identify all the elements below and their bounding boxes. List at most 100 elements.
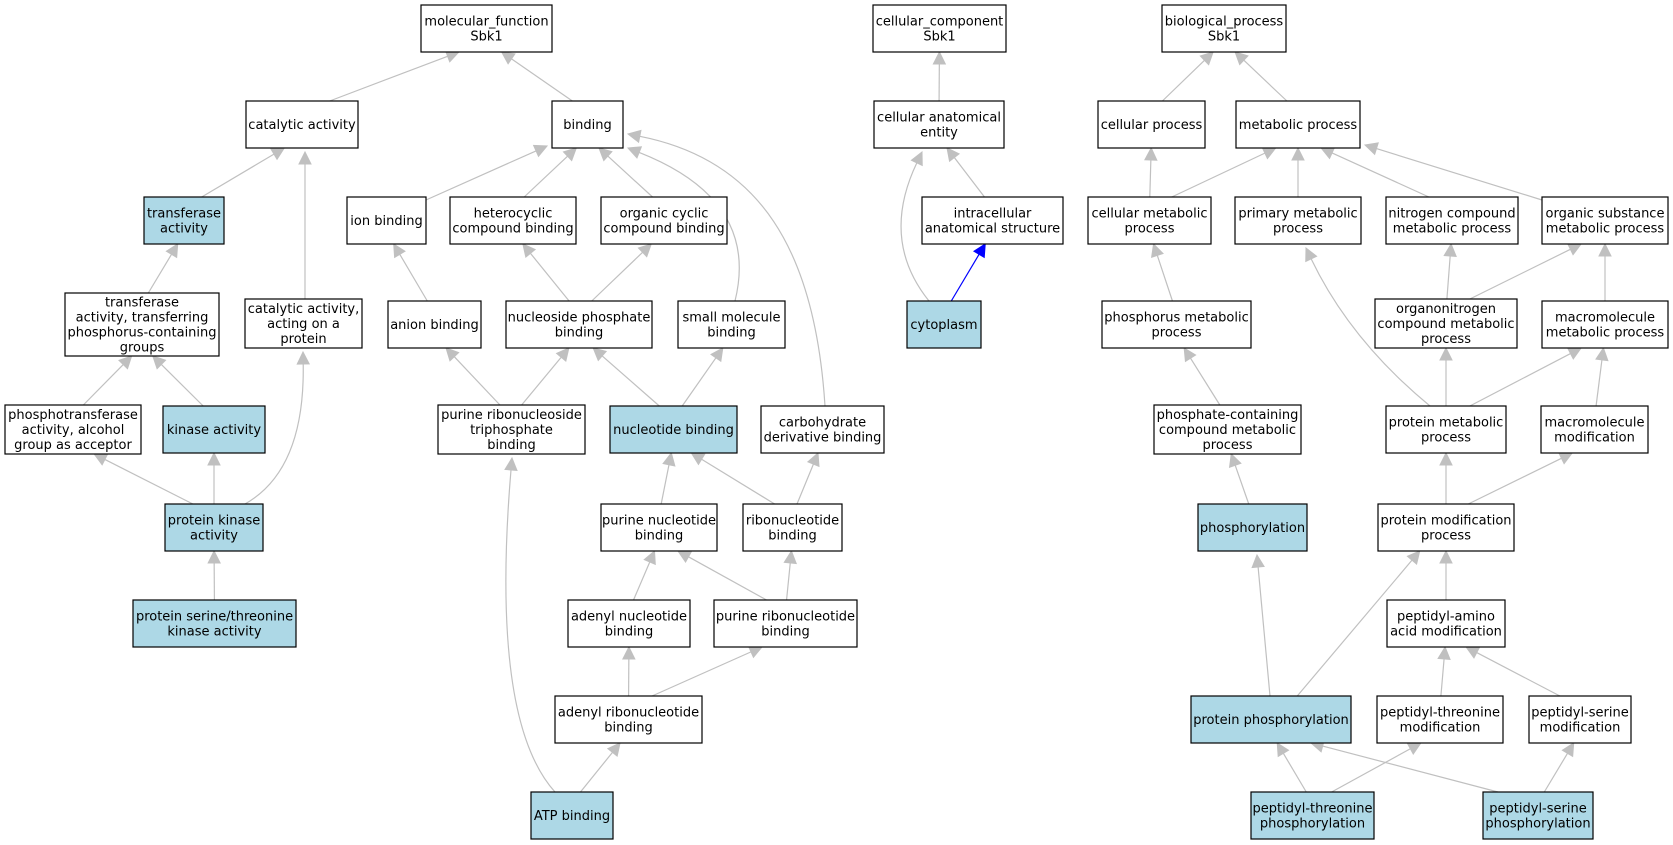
term-box (760, 405, 885, 454)
edge-transferase-phosphorus-to-transferase-activity (147, 243, 179, 294)
term-label-line: nucleoside phosphate (508, 311, 651, 326)
term-box (600, 503, 718, 552)
go-term-phosphorylation[interactable]: phosphorylation (1197, 503, 1308, 552)
go-term-binding[interactable]: binding (551, 100, 624, 149)
edge-line (1296, 559, 1413, 697)
term-box (449, 196, 577, 245)
edge-cellular-metabolic-process-to-metabolic-process (1171, 147, 1277, 198)
go-term-kinase-activity[interactable]: kinase activity (162, 405, 266, 454)
term-label-line: purine ribonucleotide (716, 610, 855, 625)
term-label-line: phosphorus-containing (67, 326, 216, 341)
edge-cellular-metabolic-process-to-cellular-process (1144, 146, 1158, 198)
term-label-line: primary metabolic (1238, 207, 1357, 222)
edge-line (651, 651, 752, 697)
go-term-atp-binding[interactable]: ATP binding (530, 791, 614, 840)
term-label-line: small molecule (683, 311, 781, 326)
term-label-line: organic cyclic (620, 207, 709, 222)
go-term-ion-binding[interactable]: ion binding (346, 196, 427, 245)
term-box (505, 300, 653, 349)
arrowhead-icon (1406, 742, 1422, 755)
term-label-line: peptidyl-amino (1397, 610, 1495, 625)
arrowhead-icon (1439, 346, 1453, 361)
term-box (873, 100, 1005, 149)
term-label-line: organonitrogen (1396, 302, 1496, 317)
term-label-line: binding (635, 529, 683, 544)
go-term-protein-phosphorylation[interactable]: protein phosphorylation (1190, 695, 1352, 744)
term-label-line: binding (604, 721, 652, 736)
go-term-nucleotide-binding[interactable]: nucleotide binding (609, 405, 738, 454)
arrowhead-icon (690, 452, 706, 466)
term-label-line: acting on a (267, 317, 340, 332)
go-term-cytoplasm[interactable]: cytoplasm (906, 300, 982, 349)
term-box (609, 405, 738, 454)
arrowhead-icon (532, 144, 549, 158)
edge-purine-nucleotide-binding-to-nucleotide-binding (660, 451, 676, 505)
term-label-line: heterocyclic (474, 207, 553, 222)
go-term-metabolic-process[interactable]: metabolic process (1235, 100, 1361, 149)
edge-peptidyl-threonine-phosphorylation-to-peptidyl-threonine-modification (1331, 742, 1422, 793)
edge-protein-phosphorylation-to-protein-modification-process (1296, 550, 1421, 697)
arrowhead-icon (606, 742, 621, 758)
edge-protein-kinase-activity-to-phosphotransferase-alcohol (93, 453, 194, 505)
go-term-catalytic-activity[interactable]: catalytic activity (245, 100, 359, 149)
term-label-line: ribonucleotide (746, 514, 839, 529)
term-box (244, 298, 363, 349)
edge-ion-binding-to-binding (425, 144, 549, 201)
term-box (346, 196, 427, 245)
term-label-line: transferase (105, 296, 179, 311)
edge-line (1469, 353, 1571, 407)
edge-atp-binding-to-purine-ribonucleoside-triphosphate-binding (504, 456, 556, 793)
go-term-anion-binding[interactable]: anion binding (387, 300, 482, 349)
arrowhead-icon (1305, 246, 1318, 263)
arrowhead-icon (783, 549, 797, 565)
term-label-line: derivative binding (764, 431, 882, 446)
term-label-line: catalytic activity (248, 118, 356, 133)
term-box (1541, 300, 1669, 349)
edge-line (1376, 147, 1543, 201)
edge-line (1257, 566, 1271, 697)
edge-line (591, 251, 644, 302)
arrowhead-icon (637, 243, 653, 258)
go-term-cellular-process[interactable]: cellular process (1097, 100, 1206, 149)
term-label-line: peptidyl-serine (1489, 802, 1586, 817)
edge-protein-kinase-activity-to-kinase-activity (207, 451, 221, 504)
